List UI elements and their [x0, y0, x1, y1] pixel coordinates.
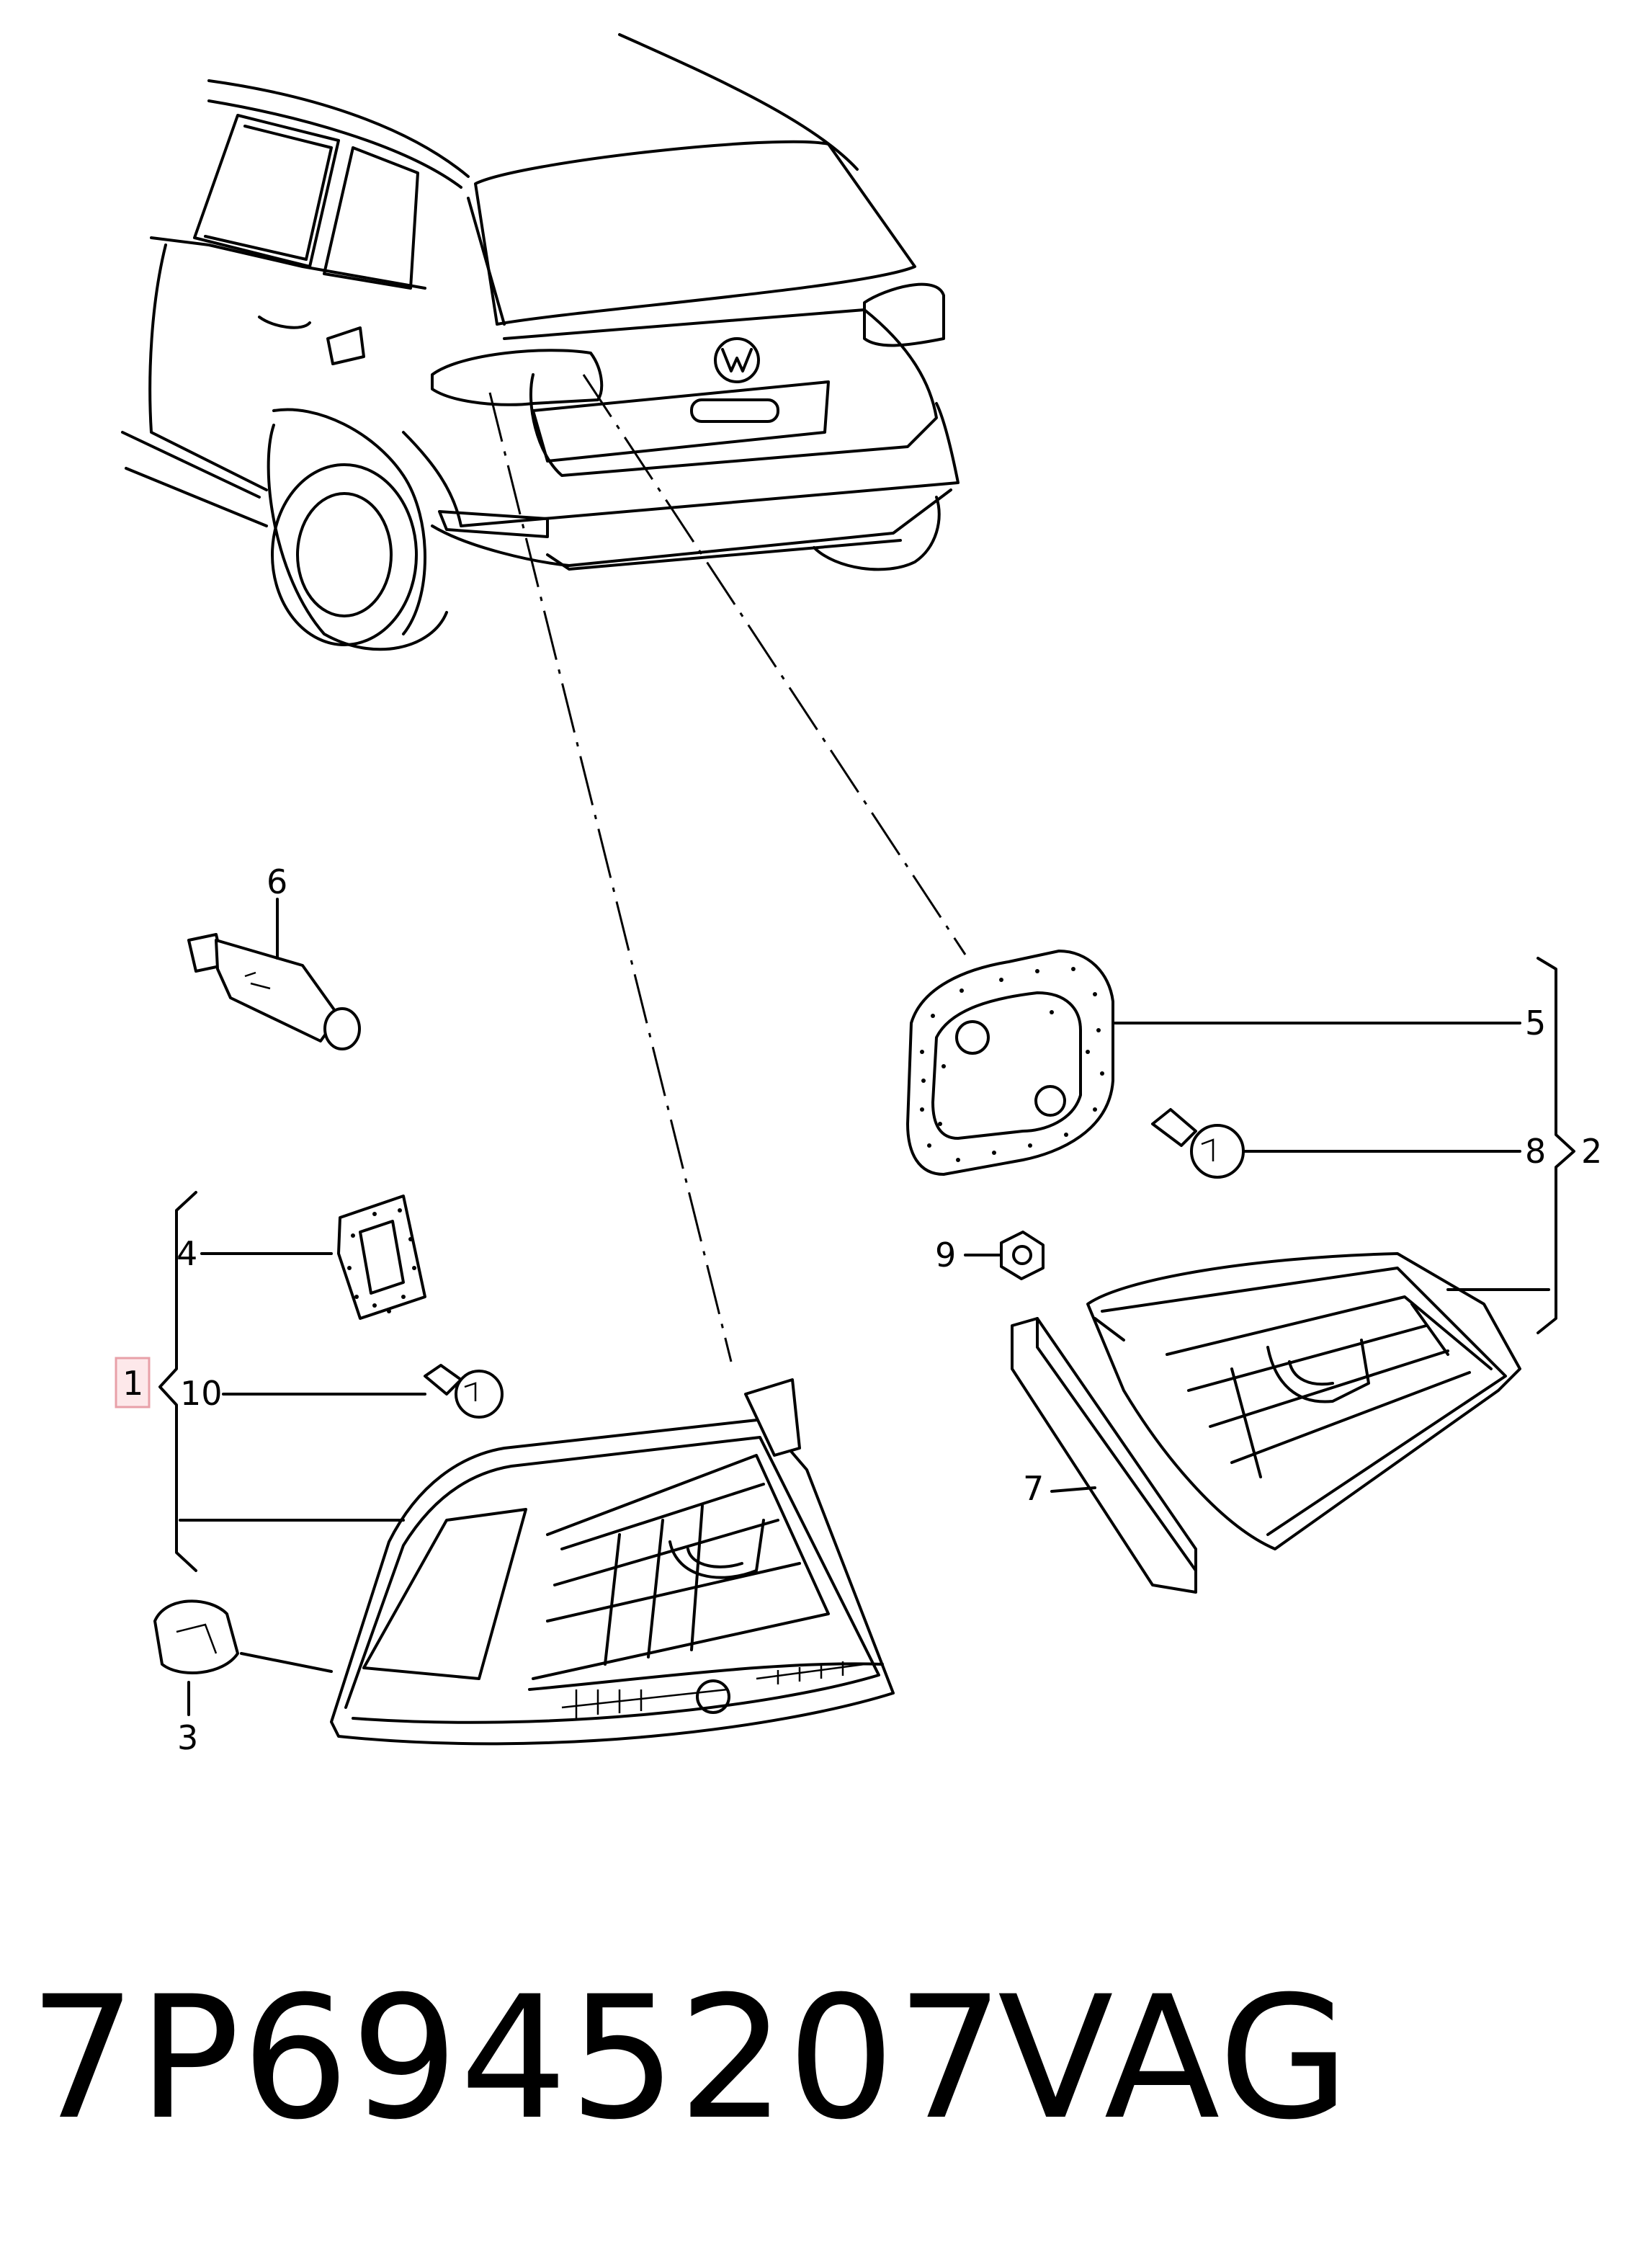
callout-2[interactable]: 2	[1581, 1132, 1602, 1171]
callout-10[interactable]: 10	[180, 1374, 223, 1413]
leader-left-lamp	[488, 392, 733, 1362]
part-5-gasket	[906, 950, 1521, 1176]
part-3-cover-cap	[153, 1599, 333, 1716]
leader-right-lamp	[582, 374, 967, 955]
part-2-inner-tail-lamp	[1086, 1252, 1550, 1550]
callout-1-highlight	[115, 1357, 151, 1408]
callout-8[interactable]: 8	[1525, 1132, 1546, 1171]
callout-6[interactable]: 6	[267, 862, 287, 901]
bracket-group-1	[158, 1191, 197, 1572]
callout-3[interactable]: 3	[177, 1718, 198, 1757]
callout-4[interactable]: 4	[176, 1234, 197, 1273]
part-9-nut	[964, 1231, 1045, 1280]
part-10-bulb	[222, 1364, 504, 1419]
callout-7[interactable]: 7	[1023, 1469, 1044, 1508]
part-7-trim-panel	[1011, 1317, 1197, 1594]
part-1-outer-tail-lamp	[179, 1378, 895, 1746]
callout-1[interactable]: 1	[122, 1364, 143, 1403]
callout-5[interactable]: 5	[1525, 1004, 1546, 1043]
part-6-bulb-socket	[187, 898, 361, 1050]
callout-9[interactable]: 9	[935, 1236, 956, 1274]
bracket-group-2	[1537, 957, 1575, 1334]
part-number: 7P6945207	[29, 1960, 1006, 2157]
part-4-gasket	[200, 1195, 426, 1320]
part-8-bulb	[1151, 1108, 1521, 1179]
brand-label: VAG	[998, 1960, 1351, 2157]
vehicle-rear-illustration	[121, 33, 967, 1362]
